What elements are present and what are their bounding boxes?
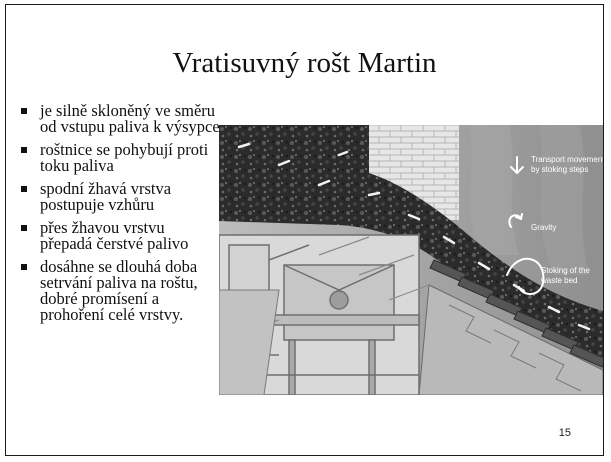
bullet-list: je silně skloněný ve směru od vstupu pal…: [20, 103, 220, 330]
bullet-item: dosáhne se dlouhá doba setrvání paliva n…: [20, 259, 220, 323]
bullet-marker-icon: [21, 264, 27, 270]
grate-illustration: Transport movement by stoking steps Grav…: [219, 125, 603, 395]
bullet-text: přes žhavou vrstvu přepadá čerstvé paliv…: [40, 218, 188, 253]
bullet-text: dosáhne se dlouhá doba setrvání paliva n…: [40, 257, 198, 324]
page-number: 15: [559, 427, 571, 439]
bullet-marker-icon: [21, 186, 27, 192]
bullet-item: spodní žhavá vrstva postupuje vzhůru: [20, 181, 220, 213]
label-gravity: Gravity: [531, 223, 556, 232]
bullet-item: je silně skloněný ve směru od vstupu pal…: [20, 103, 220, 135]
slide-title: Vratisuvný rošt Martin: [6, 47, 603, 80]
bullet-text: je silně skloněný ve směru od vstupu pal…: [40, 101, 220, 136]
bullet-marker-icon: [21, 147, 27, 153]
label-stoking-1: Stoking of the: [541, 266, 590, 275]
bullet-item: přes žhavou vrstvu přepadá čerstvé paliv…: [20, 220, 220, 252]
slide: Vratisuvný rošt Martin je silně skloněný…: [5, 4, 604, 456]
grate-diagram: Transport movement by stoking steps Grav…: [219, 125, 603, 395]
bullet-text: roštnice se pohybují proti toku paliva: [40, 140, 208, 175]
bullet-marker-icon: [21, 225, 27, 231]
label-transport-2: by stoking steps: [531, 165, 588, 174]
bullet-marker-icon: [21, 108, 27, 114]
bullet-text: spodní žhavá vrstva postupuje vzhůru: [40, 179, 171, 214]
label-transport-1: Transport movement: [531, 155, 603, 164]
label-stoking-2: waste bed: [540, 276, 577, 285]
bullet-item: roštnice se pohybují proti toku paliva: [20, 142, 220, 174]
